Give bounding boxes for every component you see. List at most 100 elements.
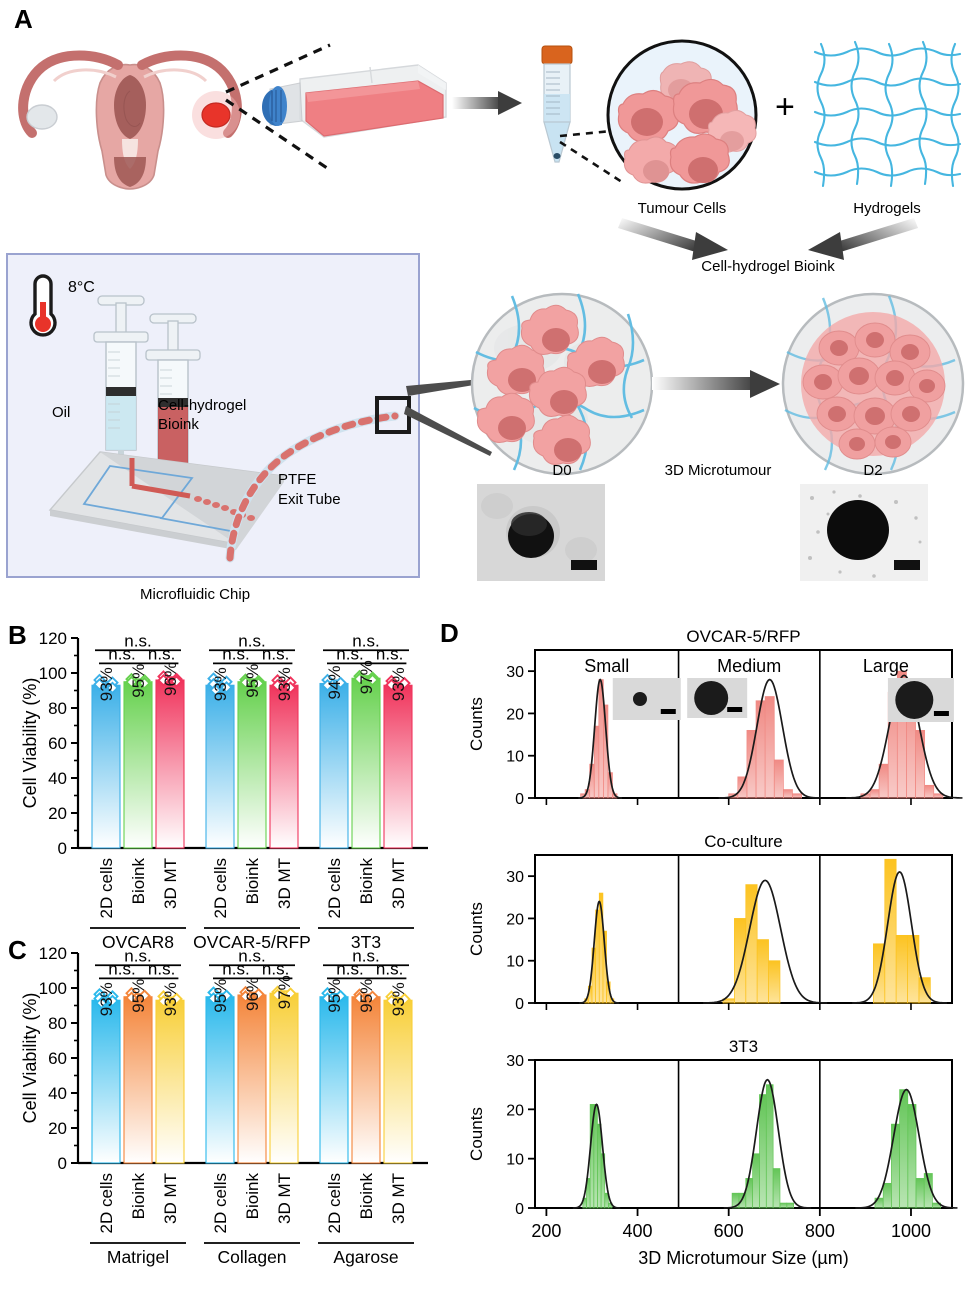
microtumour-label: 3D Microtumour — [664, 462, 772, 479]
arrow-flask-to-tube — [452, 91, 522, 115]
bioink-syringe-label-line1: Cell-hydrogel — [158, 397, 247, 414]
culture-flask-illustration — [262, 64, 447, 138]
tumour-cells-label: Tumour Cells — [637, 200, 727, 217]
thermometer-icon — [29, 274, 57, 337]
panel-c-condition-label: Bioink — [243, 1173, 262, 1220]
panel-c-sig-label: n.s. — [238, 946, 265, 965]
d0-micrograph — [477, 484, 605, 581]
panel-d-histogram-bar — [593, 1104, 598, 1209]
microfluidic-chip-label: Microfluidic Chip — [140, 586, 251, 603]
panel-d-xtick: 1000 — [891, 1221, 931, 1241]
panel-b-ytick-100: 100 — [39, 664, 67, 683]
panel-d-xlabel: 3D Microtumour Size (µm) — [638, 1248, 848, 1268]
panel-d-row-title: OVCAR-5/RFP — [686, 627, 800, 646]
zoom-lines-to-d0 — [404, 378, 492, 456]
panel-c-group-label: Matrigel — [107, 1247, 169, 1267]
panel-b-ylabel: Cell Viability (%) — [20, 678, 40, 809]
panel-d-ytick: 20 — [506, 1102, 524, 1119]
panel-d-xtick: 400 — [623, 1221, 653, 1241]
cell-hydrogel-bioink-label: Cell-hydrogel Bioink — [701, 258, 835, 275]
panel-b-bar-value: 93% — [389, 667, 408, 701]
panel-b-bar-value: 93% — [211, 667, 230, 701]
panel-b-data-point — [239, 676, 252, 689]
panel-b-bar-value: 93% — [97, 667, 116, 701]
panel-d-histogram-bar — [878, 763, 889, 799]
ptfe-label-line2: Exit Tube — [278, 491, 341, 508]
panel-b-sig-label: n.s. — [222, 644, 249, 663]
panel-c-condition-label: 3D MT — [389, 1173, 408, 1224]
uterus-ovary-illustration — [18, 50, 242, 190]
panel-c-data-point — [284, 987, 297, 1000]
panel-d-histogram-bar — [597, 1123, 602, 1209]
panel-d-row-title: Co-culture — [704, 832, 782, 851]
panel-d-histogram-bar — [759, 1094, 767, 1209]
panel-c-data-point — [239, 990, 252, 1003]
panel-c-sig-label: n.s. — [352, 946, 379, 965]
panel-b-data-point — [366, 673, 379, 687]
panel-b-sig-label: n.s. — [262, 644, 289, 663]
panel-c-bar — [91, 999, 121, 1164]
panel-d-histogram-bar — [752, 1153, 760, 1209]
panel-c-bar-value: 95% — [211, 979, 230, 1013]
panel-b-bar-value: 95% — [243, 664, 262, 698]
panel-b-bar — [319, 682, 349, 849]
arrow-d0-to-d2 — [652, 370, 780, 398]
panel-b-condition-label: 2D cells — [325, 858, 344, 918]
panel-c-condition-label: 2D cells — [325, 1173, 344, 1233]
panel-d-ytick: 10 — [506, 1152, 524, 1169]
panel-d-histogram-bar — [756, 939, 769, 1004]
panel-c-ytick-0: 0 — [58, 1154, 67, 1173]
panel-b-ytick-120: 120 — [39, 629, 67, 648]
panel-b-data-point — [138, 676, 151, 690]
panel-c-bar-value: 93% — [389, 982, 408, 1016]
panel-d-ytick: 0 — [515, 996, 524, 1013]
panel-b-group-label: OVCAR8 — [102, 932, 174, 952]
panel-c-bar-value: 97% — [275, 975, 294, 1009]
panel-b-group-label: OVCAR-5/RFP — [193, 932, 311, 952]
panel-c-sig-label: n.s. — [108, 959, 135, 978]
panel-b-condition-label: Bioink — [357, 858, 376, 905]
panel-d-histogram-bar — [734, 918, 747, 1004]
panel-d-inset-micrograph — [887, 678, 954, 722]
oil-label: Oil — [52, 404, 71, 421]
panel-c-data-point — [321, 992, 334, 1005]
panel-b-sig-label: n.s. — [376, 644, 403, 663]
panel-d-histogram-bar — [779, 1202, 788, 1209]
panel-d-histogram-bar — [869, 789, 880, 799]
panel-d-histogram-bar — [792, 793, 802, 799]
callout-dashed-lines-flask — [225, 43, 331, 172]
panel-b-sig-label: n.s. — [148, 644, 175, 663]
panel-d-histogram-bar — [924, 784, 935, 799]
temperature-label: 8°C — [68, 279, 95, 296]
panel-d-histogram-bar — [915, 1178, 925, 1209]
panel-c-ytick-100: 100 — [39, 979, 67, 998]
panel-b-data-point — [385, 678, 398, 692]
panel-d-histogram-bar — [895, 934, 908, 1004]
panel-c-data-point — [252, 987, 265, 1001]
panel-c-bar-value: 93% — [161, 982, 180, 1016]
panel-b-bar — [123, 681, 153, 849]
panel-c-data-point — [398, 992, 411, 1006]
panel-d-histogram-bar — [915, 729, 926, 799]
panel-b-condition-label: Bioink — [129, 858, 148, 905]
hydrogels-label: Hydrogels — [853, 200, 921, 217]
panel-d-histogram-bar — [772, 1168, 781, 1209]
panel-c-sig-label: n.s. — [336, 959, 363, 978]
panel-b-ytick-40: 40 — [48, 769, 67, 788]
panel-b-sig-label: n.s. — [124, 631, 151, 650]
panel-d-ytick: 10 — [506, 749, 524, 766]
panel-c-data-point — [353, 991, 366, 1005]
panel-d-histogram-bar — [773, 759, 784, 799]
panel-c-sig-label: n.s. — [148, 959, 175, 978]
panel-b-data-point — [93, 678, 106, 691]
panel-b-bar — [351, 677, 381, 849]
panel-d-histogram-bar — [907, 1104, 917, 1209]
panel-c-group-label: Agarose — [333, 1247, 398, 1267]
panel-d-xtick: 800 — [805, 1221, 835, 1241]
panel-d-gaussian-fit — [572, 1103, 621, 1209]
panel-b-bar — [155, 679, 185, 849]
panel-b-bar-value: 93% — [275, 667, 294, 701]
